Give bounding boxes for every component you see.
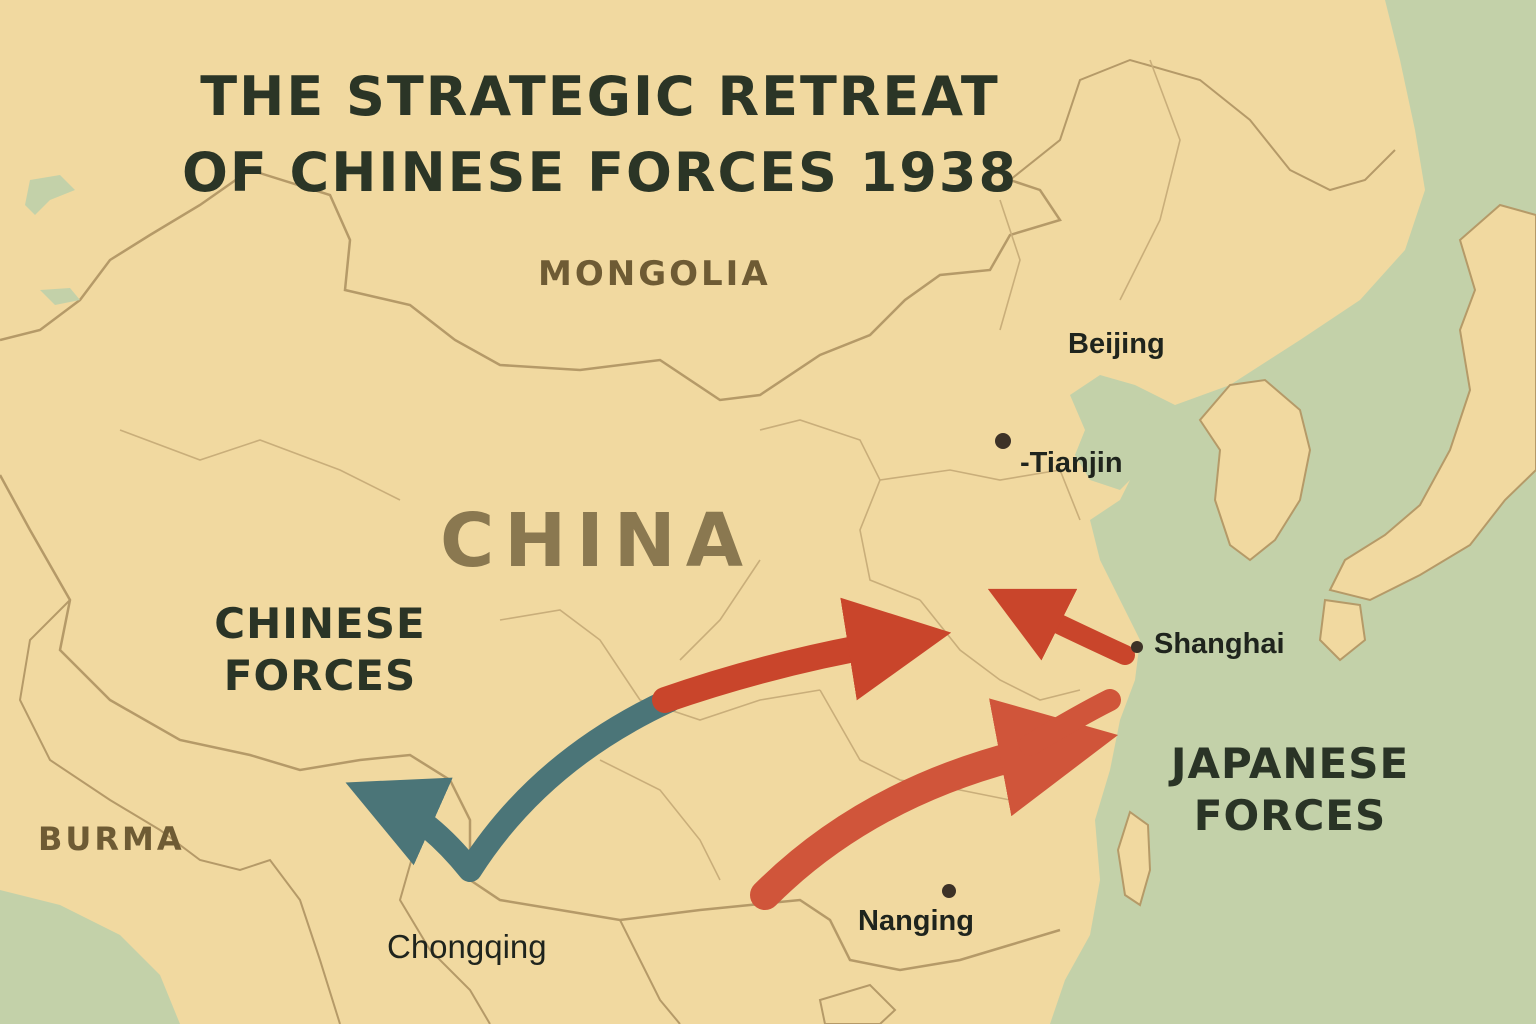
province-line bbox=[879, 469, 1081, 521]
mongolia-border bbox=[249, 168, 1062, 402]
map-title-line-2: OF CHINESE FORCES 1938 bbox=[181, 141, 1019, 204]
city-label-beijing: Beijing bbox=[1068, 328, 1165, 360]
city-label-nanging: Nanging bbox=[858, 905, 974, 937]
province-line bbox=[119, 429, 401, 501]
province-line bbox=[499, 609, 821, 721]
japanese-advance-arrow-north bbox=[652, 597, 952, 713]
nanging-dot bbox=[942, 884, 956, 898]
sea-southwest bbox=[0, 890, 180, 1024]
map-title-line-1: THE STRATEGIC RETREAT bbox=[200, 65, 1000, 128]
province-line bbox=[1119, 59, 1181, 301]
province-lines bbox=[119, 59, 1181, 881]
shanghai-dot bbox=[1131, 641, 1143, 653]
chinese-forces-label: CHINESE FORCES bbox=[200, 598, 440, 702]
japanese-advance-arrow-south bbox=[750, 698, 1119, 910]
region-label-mongolia: MONGOLIA bbox=[538, 254, 771, 294]
chinese-forces-line-2: FORCES bbox=[223, 651, 417, 700]
japan bbox=[1328, 203, 1536, 602]
province-line bbox=[999, 199, 1021, 331]
manchuria-border bbox=[1009, 58, 1396, 192]
city-label-chongqing: Chongqing bbox=[387, 928, 547, 965]
lake bbox=[40, 288, 80, 305]
province-line bbox=[819, 689, 1011, 801]
japanese-forces-label: JAPANESE FORCES bbox=[1150, 738, 1430, 842]
korea bbox=[1198, 378, 1312, 562]
china-border-west bbox=[0, 168, 251, 342]
japanese-forces-line-2: FORCES bbox=[1193, 791, 1387, 840]
chinese-retreat-arrow bbox=[345, 688, 682, 882]
hainan bbox=[818, 983, 897, 1024]
tianjin-dot bbox=[995, 433, 1011, 449]
japanese-advance-arrow-shanghai bbox=[987, 588, 1135, 665]
burma-border bbox=[18, 599, 341, 1024]
taiwan bbox=[1116, 810, 1152, 907]
japanese-forces-line-1: JAPANESE bbox=[1170, 739, 1410, 788]
kyushu bbox=[1318, 598, 1367, 662]
city-label-tianjin: -Tianjin bbox=[1020, 447, 1123, 479]
chinese-forces-line-1: CHINESE bbox=[214, 599, 426, 648]
bohai-sea bbox=[1075, 400, 1160, 490]
laos-border bbox=[619, 919, 681, 1024]
region-label-burma: BURMA bbox=[38, 820, 185, 858]
province-line bbox=[679, 559, 761, 661]
province-line bbox=[599, 759, 721, 881]
city-label-shanghai: Shanghai bbox=[1154, 628, 1285, 660]
region-label-china: CHINA bbox=[440, 498, 753, 584]
lake bbox=[25, 175, 75, 215]
japanese-advance-arrow-coast bbox=[1019, 689, 1121, 756]
